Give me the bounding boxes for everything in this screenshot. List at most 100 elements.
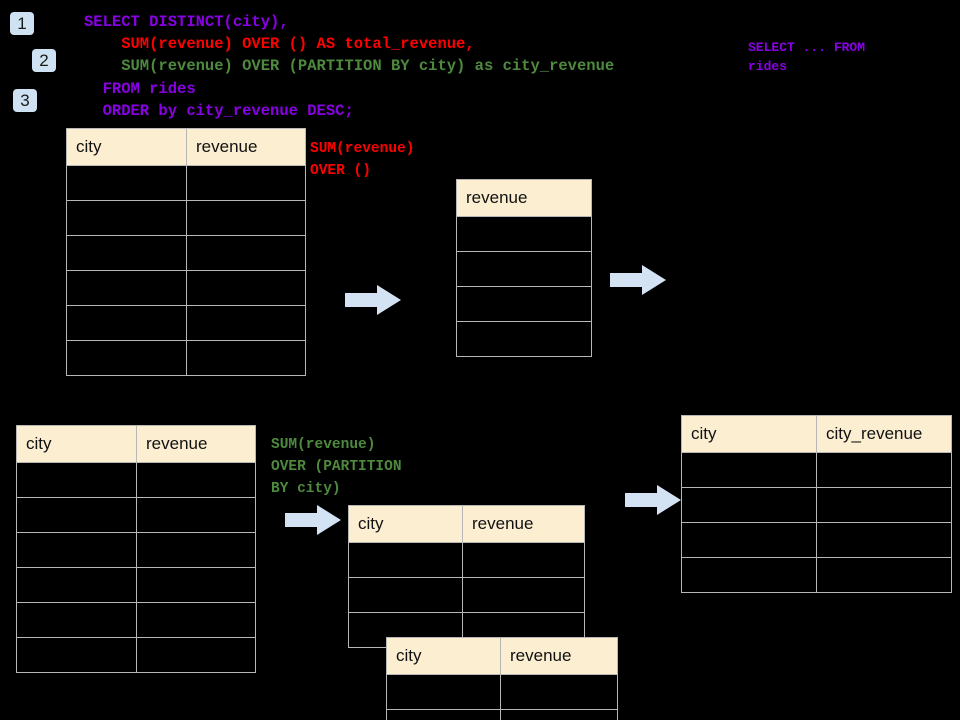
arrow-source-to-total <box>345 285 401 315</box>
table-row <box>66 200 306 236</box>
table-rides-source-top: city revenue <box>66 128 306 376</box>
arrow-source-to-partition <box>285 505 341 535</box>
cell-city-revenue <box>816 452 952 488</box>
cell-city <box>66 235 187 271</box>
arrow-head <box>317 505 341 535</box>
cell-revenue <box>456 321 592 357</box>
cell-revenue <box>136 567 256 603</box>
table-row <box>66 305 306 341</box>
column-header-revenue: revenue <box>462 505 585 543</box>
cell-revenue <box>186 340 306 376</box>
cell-city-revenue <box>816 487 952 523</box>
column-header-city-revenue: city_revenue <box>816 415 952 453</box>
table-row <box>386 674 618 710</box>
cell-city-revenue <box>816 522 952 558</box>
column-header-city: city <box>348 505 463 543</box>
table-row <box>66 270 306 306</box>
table-final-result: city city_revenue <box>681 415 952 593</box>
cell-city <box>681 557 817 593</box>
table-row <box>348 542 585 578</box>
arrow-total-to-final <box>610 265 666 295</box>
cell-city <box>16 462 137 498</box>
cell-revenue <box>462 577 585 613</box>
table-partition-group-b: city revenue <box>386 637 618 720</box>
cell-city <box>386 674 501 710</box>
table-header-row: revenue <box>456 179 592 217</box>
table-row <box>681 557 952 593</box>
column-header-revenue: revenue <box>456 179 592 217</box>
table-rides-source-bottom: city revenue <box>16 425 256 673</box>
cell-revenue <box>456 251 592 287</box>
table-row <box>456 286 592 322</box>
cell-revenue <box>136 462 256 498</box>
step-badge-2: 2 <box>32 49 56 72</box>
arrow-shaft <box>285 513 319 527</box>
cell-city <box>16 637 137 673</box>
cell-revenue <box>186 165 306 201</box>
column-header-city: city <box>681 415 817 453</box>
cell-city <box>16 602 137 638</box>
column-header-revenue: revenue <box>500 637 618 675</box>
table-row <box>456 251 592 287</box>
cell-city <box>16 497 137 533</box>
cell-city <box>16 567 137 603</box>
table-row <box>66 340 306 376</box>
table-row <box>16 532 256 568</box>
table-partition-group-a: city revenue <box>348 505 585 648</box>
table-row <box>681 487 952 523</box>
cell-city <box>681 487 817 523</box>
table-header-row: city city_revenue <box>681 415 952 453</box>
cell-city <box>66 200 187 236</box>
table-row <box>16 497 256 533</box>
annotation-over-empty: SUM(revenue) OVER () <box>310 141 415 179</box>
sql-line-city-revenue: SUM(revenue) OVER (PARTITION BY city) as… <box>84 57 615 75</box>
arrow-head <box>657 485 681 515</box>
cell-revenue <box>462 542 585 578</box>
cell-city <box>348 542 463 578</box>
cell-revenue <box>186 200 306 236</box>
table-row <box>16 602 256 638</box>
cell-revenue <box>186 270 306 306</box>
arrow-head <box>377 285 401 315</box>
note-select-from-rides: SELECT ... FROM rides <box>748 40 866 74</box>
column-header-city: city <box>66 128 187 166</box>
table-row <box>456 321 592 357</box>
table-header-row: city revenue <box>16 425 256 463</box>
table-row <box>66 165 306 201</box>
column-header-revenue: revenue <box>186 128 306 166</box>
annotation-over-partition: SUM(revenue) OVER (PARTITION BY city) <box>271 437 402 497</box>
column-header-city: city <box>16 425 137 463</box>
cell-revenue <box>186 305 306 341</box>
table-header-row: city revenue <box>348 505 585 543</box>
arrow-shaft <box>625 493 659 507</box>
cell-city <box>66 305 187 341</box>
sql-line-order-by: ORDER by city_revenue DESC; <box>84 102 354 120</box>
table-row <box>66 235 306 271</box>
cell-revenue <box>136 497 256 533</box>
cell-revenue <box>136 532 256 568</box>
cell-revenue <box>456 216 592 252</box>
cell-revenue <box>186 235 306 271</box>
table-row <box>681 452 952 488</box>
cell-revenue <box>456 286 592 322</box>
cell-city <box>386 709 501 720</box>
arrow-partition-to-final <box>625 485 681 515</box>
cell-city-revenue <box>816 557 952 593</box>
cell-city <box>681 452 817 488</box>
table-total-revenue-result: revenue <box>456 179 592 357</box>
cell-city <box>681 522 817 558</box>
table-row <box>16 637 256 673</box>
column-header-city: city <box>386 637 501 675</box>
arrow-head <box>642 265 666 295</box>
cell-revenue <box>500 674 618 710</box>
table-row <box>16 462 256 498</box>
table-row <box>348 577 585 613</box>
table-header-row: city revenue <box>386 637 618 675</box>
cell-city <box>66 340 187 376</box>
column-header-revenue: revenue <box>136 425 256 463</box>
step-badge-1: 1 <box>10 12 34 35</box>
cell-revenue <box>136 637 256 673</box>
table-header-row: city revenue <box>66 128 306 166</box>
arrow-shaft <box>610 273 644 287</box>
